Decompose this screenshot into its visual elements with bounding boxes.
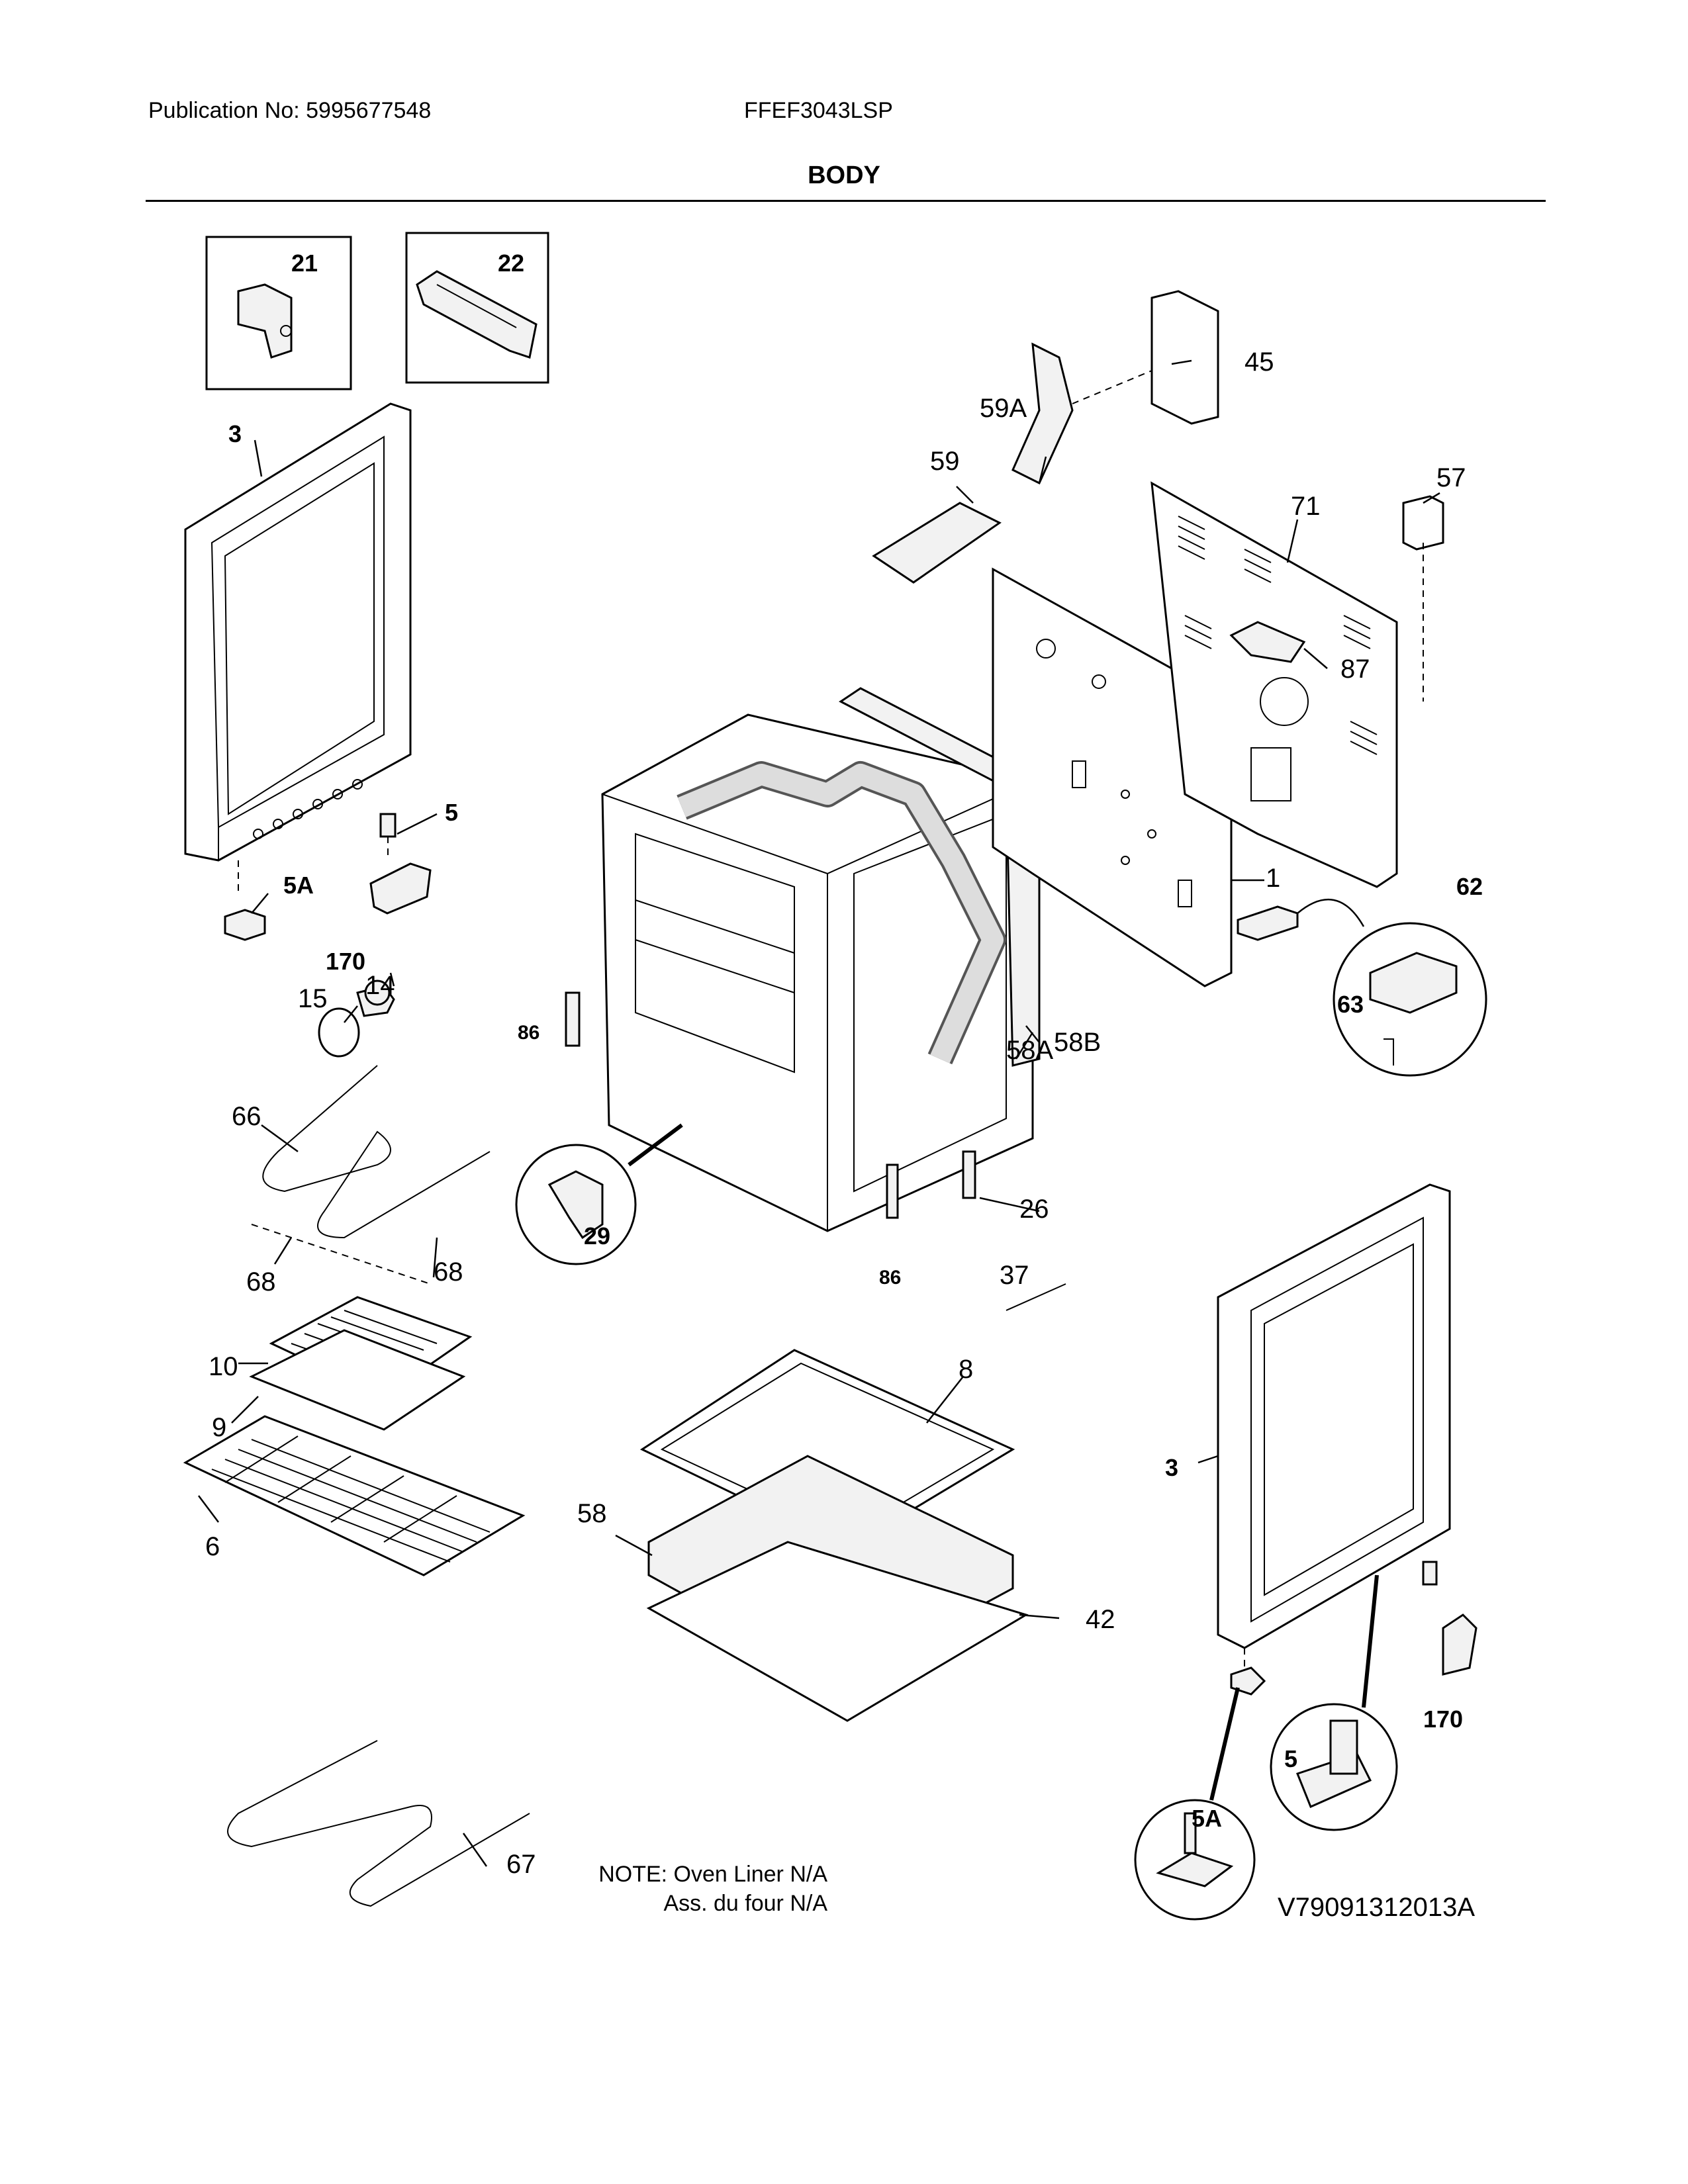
callout-58: 58 (577, 1499, 607, 1528)
door-right (1217, 1183, 1477, 1696)
upper-rear-parts (872, 290, 1219, 584)
callout-15: 15 (298, 984, 328, 1013)
note: NOTE: Oven Liner N/A Ass. du four N/A (596, 1860, 827, 1918)
broil-element (251, 1065, 491, 1285)
callout-170-right: 170 (1423, 1706, 1463, 1733)
callout-62: 62 (1456, 873, 1483, 900)
callout-26: 26 (1019, 1195, 1049, 1224)
publication-number: Publication No: 5995677548 (148, 98, 432, 123)
terminal-block-inset (1237, 898, 1487, 1077)
door-left (184, 402, 412, 893)
callout-3-left: 3 (228, 420, 242, 447)
callout-71: 71 (1291, 492, 1321, 521)
broil-pan-and-racks (183, 1296, 526, 1576)
callout-10: 10 (209, 1352, 238, 1381)
callout-67: 67 (506, 1850, 536, 1879)
note-line-2: Ass. du four N/A (663, 1891, 827, 1916)
header-rule (146, 200, 1546, 202)
oven-cavity (601, 713, 1034, 1232)
callout-86-left: 86 (518, 1022, 539, 1044)
leveler-inset-5a (1134, 1687, 1256, 1921)
inset-box-22 (405, 232, 549, 384)
callout-63: 63 (1337, 991, 1364, 1018)
callout-42: 42 (1086, 1605, 1115, 1634)
note-line-1: NOTE: Oven Liner N/A (598, 1862, 827, 1887)
oven-bottom-assembly (639, 1349, 1029, 1722)
callout-5-left: 5 (445, 799, 458, 826)
callout-1: 1 (1266, 864, 1280, 893)
callout-9: 9 (212, 1413, 226, 1442)
callout-5a-left: 5A (283, 872, 314, 899)
small-brackets (565, 991, 1066, 1311)
callout-21: 21 (291, 250, 318, 277)
oven-gasket (677, 761, 1006, 1065)
hinge-leveler-left (224, 813, 432, 1058)
callout-58b: 58B (1054, 1028, 1101, 1057)
inset-29 (515, 1123, 683, 1265)
inset-box-21 (205, 236, 352, 390)
drawing-code: V79091312013A (1278, 1893, 1476, 1922)
leader-lines (198, 359, 1440, 1867)
callout-87: 87 (1340, 655, 1370, 684)
callout-3-right: 3 (1165, 1454, 1178, 1481)
bake-element (227, 1740, 530, 1907)
callout-59: 59 (930, 447, 960, 476)
leveler-inset-5 (1270, 1574, 1398, 1831)
callout-86-bottom: 86 (879, 1267, 901, 1289)
callout-29: 29 (584, 1222, 610, 1250)
callout-5-right: 5 (1284, 1745, 1297, 1772)
callout-14: 14 (365, 971, 395, 1000)
callout-58a: 58A (1006, 1036, 1053, 1065)
callout-66: 66 (232, 1102, 261, 1131)
callout-45: 45 (1244, 347, 1274, 377)
model-number: FFEF3043LSP (744, 98, 893, 123)
callout-57: 57 (1436, 463, 1466, 492)
callout-37: 37 (1000, 1261, 1029, 1290)
callout-170-left: 170 (326, 948, 365, 975)
callout-68-right: 68 (434, 1257, 463, 1287)
section-title: BODY (808, 161, 880, 189)
callout-59a: 59A (980, 394, 1027, 423)
callout-5a-right: 5A (1192, 1805, 1222, 1832)
callout-22: 22 (498, 250, 524, 277)
callout-8: 8 (959, 1355, 973, 1384)
callout-6: 6 (205, 1532, 220, 1561)
callout-68-left: 68 (246, 1267, 276, 1297)
back-cover (1150, 481, 1444, 888)
